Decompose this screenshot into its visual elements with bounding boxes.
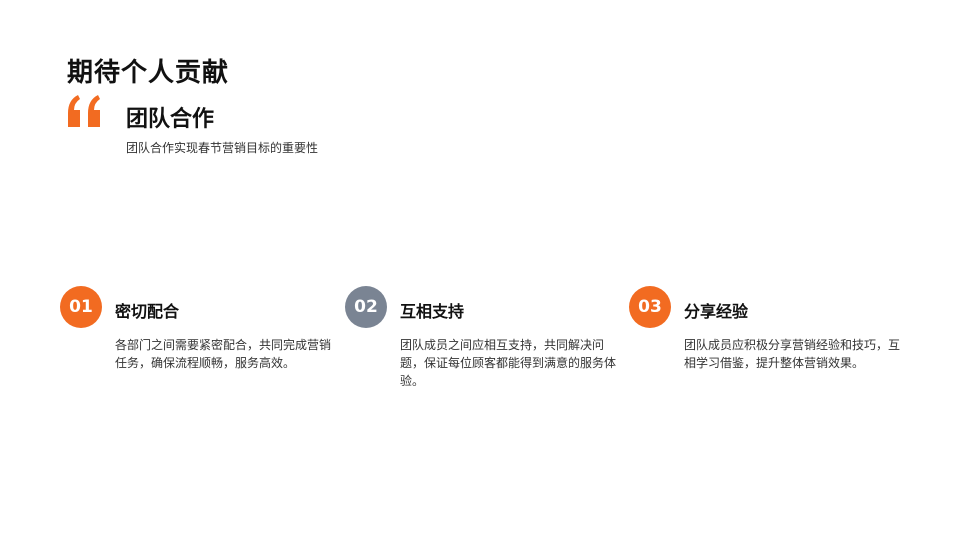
number-badge: 03 — [629, 286, 671, 328]
card-text: 各部门之间需要紧密配合，共同完成营销任务，确保流程顺畅，服务高效。 — [115, 338, 332, 370]
number-badge: 02 — [345, 286, 387, 328]
section-title: 团队合作 — [126, 107, 215, 132]
quote-icon — [68, 95, 100, 127]
card-title: 互相支持 — [400, 302, 465, 321]
card-title: 密切配合 — [115, 302, 180, 321]
section-subtitle: 团队合作实现春节营销目标的重要性 — [126, 141, 319, 155]
card-close-cooperation: 01 密切配合 各部门之间需要紧密配合，共同完成营销任务，确保流程顺畅，服务高效… — [60, 286, 332, 406]
card-mutual-support: 02 互相支持 团队成员之间应相互支持，共同解决问题，保证每位顾客都能得到满意的… — [345, 286, 617, 406]
card-title: 分享经验 — [684, 302, 749, 321]
card-text: 团队成员之间应相互支持，共同解决问题，保证每位顾客都能得到满意的服务体验。 — [400, 338, 617, 388]
card-text: 团队成员应积极分享营销经验和技巧，互相学习借鉴，提升整体营销效果。 — [684, 338, 901, 370]
card-share-experience: 03 分享经验 团队成员应积极分享营销经验和技巧，互相学习借鉴，提升整体营销效果… — [629, 286, 901, 406]
number-badge: 01 — [60, 286, 102, 328]
page-title: 期待个人贡献 — [67, 58, 230, 88]
